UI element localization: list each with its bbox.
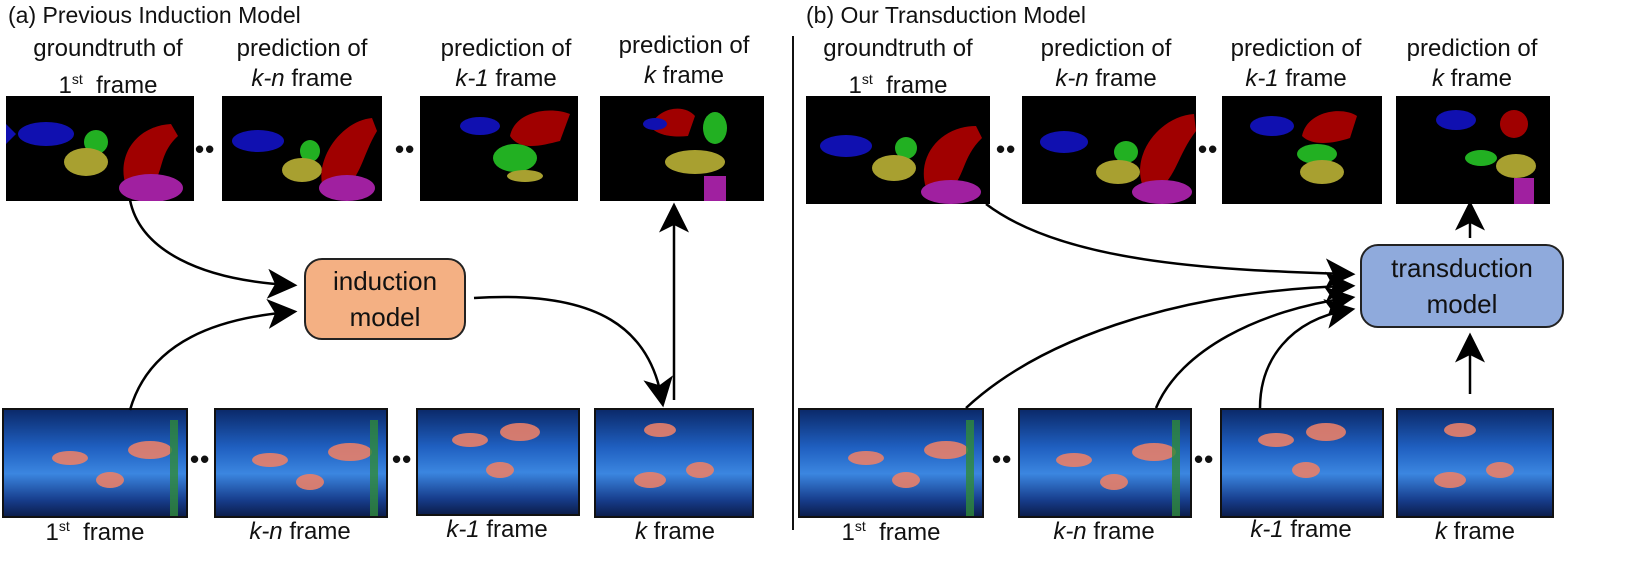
arrow-gt-to-transduction bbox=[985, 203, 1356, 289]
mask-b-k bbox=[1396, 96, 1550, 204]
label-a-kn: prediction of k-n frame bbox=[236, 35, 368, 92]
mask-b-kn bbox=[1022, 96, 1196, 204]
label-a-gt: groundtruth of 1st frame bbox=[33, 35, 183, 99]
label-b-k: prediction of k frame bbox=[1406, 35, 1538, 92]
bottom-label-a-1: 1st frame bbox=[45, 518, 145, 546]
mask-a-k bbox=[600, 96, 764, 201]
mask-a-gt bbox=[6, 96, 194, 201]
arrow-frame1-to-transduction bbox=[965, 271, 1356, 409]
ellipsis-a-bot-2: •• bbox=[392, 444, 413, 474]
frame-a-kn bbox=[214, 408, 388, 518]
mask-a-k1 bbox=[420, 96, 578, 201]
arrow-k1-to-transduction bbox=[1258, 299, 1356, 409]
label-b-gt: groundtruth of 1st frame bbox=[823, 35, 973, 99]
label-a-k: prediction of k frame bbox=[618, 32, 750, 89]
mask-b-gt bbox=[806, 96, 990, 204]
label-b-kn: prediction of k-n frame bbox=[1040, 35, 1172, 92]
mask-b-k1 bbox=[1222, 96, 1382, 204]
mask-a-kn bbox=[222, 96, 382, 201]
panel-a-title: (a) Previous Induction Model bbox=[8, 2, 301, 28]
arrow-induction-to-frame-k bbox=[473, 295, 673, 408]
bottom-label-b-k: k frame bbox=[1434, 518, 1515, 545]
ellipsis-a-bot-1: •• bbox=[190, 444, 211, 474]
arrow-gt-to-induction bbox=[128, 199, 298, 299]
panel-divider bbox=[792, 36, 794, 530]
label-a-k1: prediction of k-1 frame bbox=[440, 35, 572, 92]
label-b-k1: prediction of k-1 frame bbox=[1230, 35, 1362, 92]
frame-b-kn bbox=[1018, 408, 1192, 518]
panel-b-title: (b) Our Transduction Model bbox=[806, 2, 1086, 28]
bottom-label-a-k: k frame bbox=[634, 518, 715, 545]
bottom-label-b-kn: k-n frame bbox=[1053, 518, 1155, 545]
ellipsis-a-top-1: •• bbox=[195, 134, 216, 164]
ellipsis-b-top-1: •• bbox=[996, 134, 1017, 164]
ellipsis-b-bot-2: •• bbox=[1194, 444, 1215, 474]
frame-b-1 bbox=[798, 408, 984, 518]
induction-model-box: induction model bbox=[304, 258, 466, 340]
transduction-model-box: transduction model bbox=[1360, 244, 1564, 328]
ellipsis-b-bot-1: •• bbox=[992, 444, 1013, 474]
bottom-label-a-kn: k-n frame bbox=[249, 518, 351, 545]
ellipsis-a-top-2: •• bbox=[395, 134, 416, 164]
ellipsis-b-top-2: •• bbox=[1198, 134, 1219, 164]
arrow-kn-to-transduction bbox=[1154, 286, 1356, 409]
bottom-label-a-k1: k-1 frame bbox=[446, 516, 548, 543]
arrow-frame1-to-induction bbox=[128, 298, 298, 411]
bottom-label-b-1: 1st frame bbox=[841, 518, 941, 546]
frame-a-1 bbox=[2, 408, 188, 518]
bottom-label-b-k1: k-1 frame bbox=[1250, 516, 1352, 543]
